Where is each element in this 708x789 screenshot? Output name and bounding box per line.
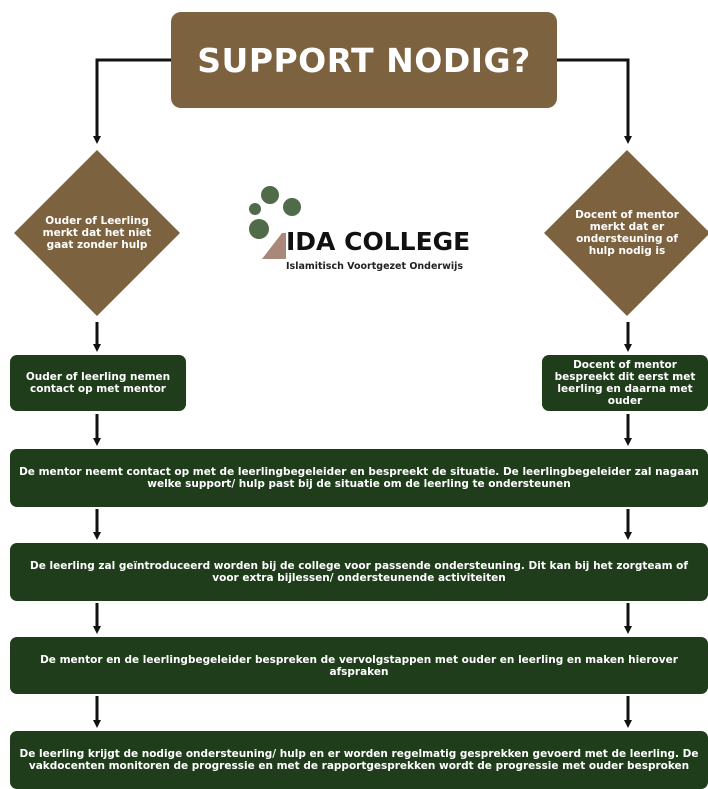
left-decision-text: Ouder of Leerling merkt dat het niet gaa… [42,215,152,251]
page-title: SUPPORT NODIG? [197,40,531,80]
ida-college-logo: IDA COLLEGE Islamitisch Voortgezet Onder… [242,185,502,285]
logo-name: IDA COLLEGE [286,227,471,256]
right-decision-text: Docent of mentor merkt dat er ondersteun… [575,209,679,257]
right-diamond-shape [544,150,708,316]
left-decision-diamond: Ouder of Leerling merkt dat het niet gaa… [14,150,180,316]
logo-subtitle: Islamitisch Voortgezet Onderwijs [286,261,464,272]
arrow-title-to-left-decision [93,58,171,144]
step-box-4: De leerling krijgt de nodige ondersteuni… [10,731,708,789]
right-action-box: Docent of mentor bespreekt dit eerst met… [542,355,708,411]
logo-mark-icon [249,186,301,259]
arrow-title-to-right-decision [557,58,632,144]
step-box-1: De mentor neemt contact op met de leerli… [10,449,708,507]
left-action-box: Ouder of leerling nemen contact op met m… [10,355,186,411]
step-box-3: De mentor en de leerlingbegeleider bespr… [10,637,708,694]
title-box: SUPPORT NODIG? [171,12,557,108]
right-decision-diamond: Docent of mentor merkt dat er ondersteun… [544,150,708,316]
left-diamond-shape [14,150,180,316]
step-box-2: De leerling zal geïntroduceerd worden bi… [10,543,708,601]
